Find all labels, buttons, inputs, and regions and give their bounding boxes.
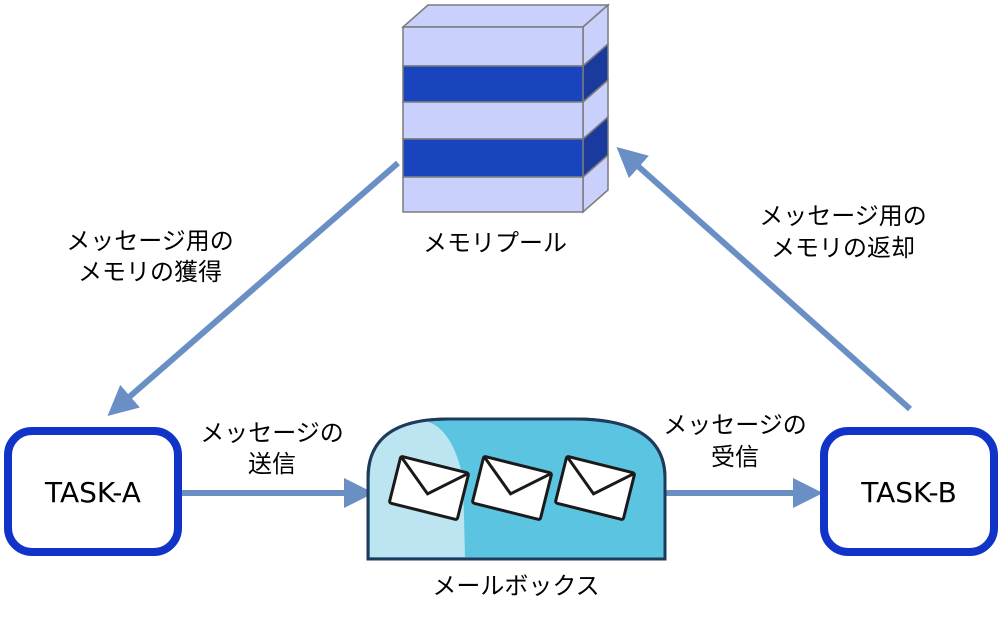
acquire-arrow xyxy=(107,160,400,416)
acquire-label-line2: メモリの獲得 xyxy=(78,258,222,286)
memory-pool-label: メモリプール xyxy=(423,229,567,257)
return-label-line2: メモリの返却 xyxy=(771,234,915,262)
task-a-box: TASK-A xyxy=(4,427,182,556)
return-label-line1: メッセージ用の xyxy=(759,202,927,230)
mailbox-label: メールボックス xyxy=(432,572,599,600)
envelope-icon xyxy=(471,455,553,521)
acquire-label-line1: メッセージ用の xyxy=(66,227,234,255)
send-label-line1: メッセージの xyxy=(200,419,344,447)
task-b-box: TASK-B xyxy=(820,427,998,556)
task-a-label: TASK-A xyxy=(44,476,141,509)
task-b-label: TASK-B xyxy=(860,476,957,509)
receive-label-line1: メッセージの xyxy=(663,411,807,439)
memory-pool-icon xyxy=(401,3,610,214)
send-label-line2: 送信 xyxy=(248,450,296,478)
envelope-icon xyxy=(388,455,470,521)
envelope-icon xyxy=(554,455,636,521)
receive-label-line2: 受信 xyxy=(711,443,759,471)
return-arrow xyxy=(616,147,912,412)
